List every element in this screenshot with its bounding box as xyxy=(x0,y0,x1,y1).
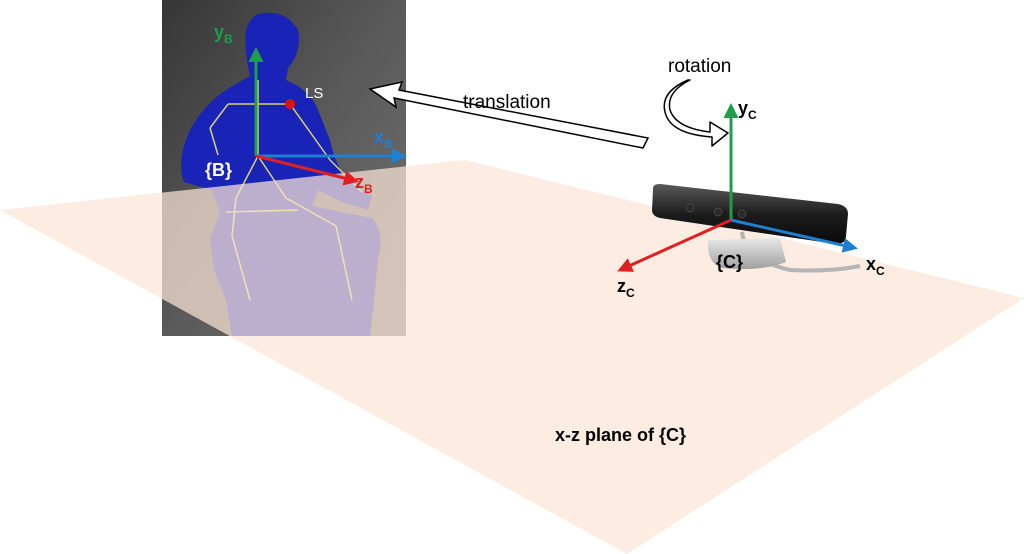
plane-label: x-z plane of {C} xyxy=(555,425,686,445)
translation-arrow xyxy=(368,80,650,149)
depth-image xyxy=(162,0,406,336)
rotation-label: rotation xyxy=(668,56,731,77)
camera-frame-label: {C} xyxy=(716,252,743,272)
body-z-axis xyxy=(255,154,359,186)
xz-plane xyxy=(0,160,1024,554)
kinect-sensor xyxy=(652,184,861,273)
camera-z-label: zC xyxy=(617,276,635,300)
camera-frame-axes xyxy=(617,103,858,272)
camera-x-axis xyxy=(730,218,858,253)
body-frame-label: {B} xyxy=(205,160,232,180)
camera-y-label: yC xyxy=(738,98,757,122)
body-x-label: xB xyxy=(374,127,393,151)
rotation-arrow xyxy=(663,79,729,147)
camera-x-label: xC xyxy=(866,254,885,278)
left-shoulder-joint xyxy=(285,99,295,109)
body-frame-axes xyxy=(248,47,407,186)
body-y-label: yB xyxy=(214,22,233,46)
camera-z-axis xyxy=(617,218,732,272)
left-shoulder-label: LS xyxy=(305,85,323,102)
translation-label: translation xyxy=(463,92,551,113)
body-z-label: zB xyxy=(355,172,373,196)
